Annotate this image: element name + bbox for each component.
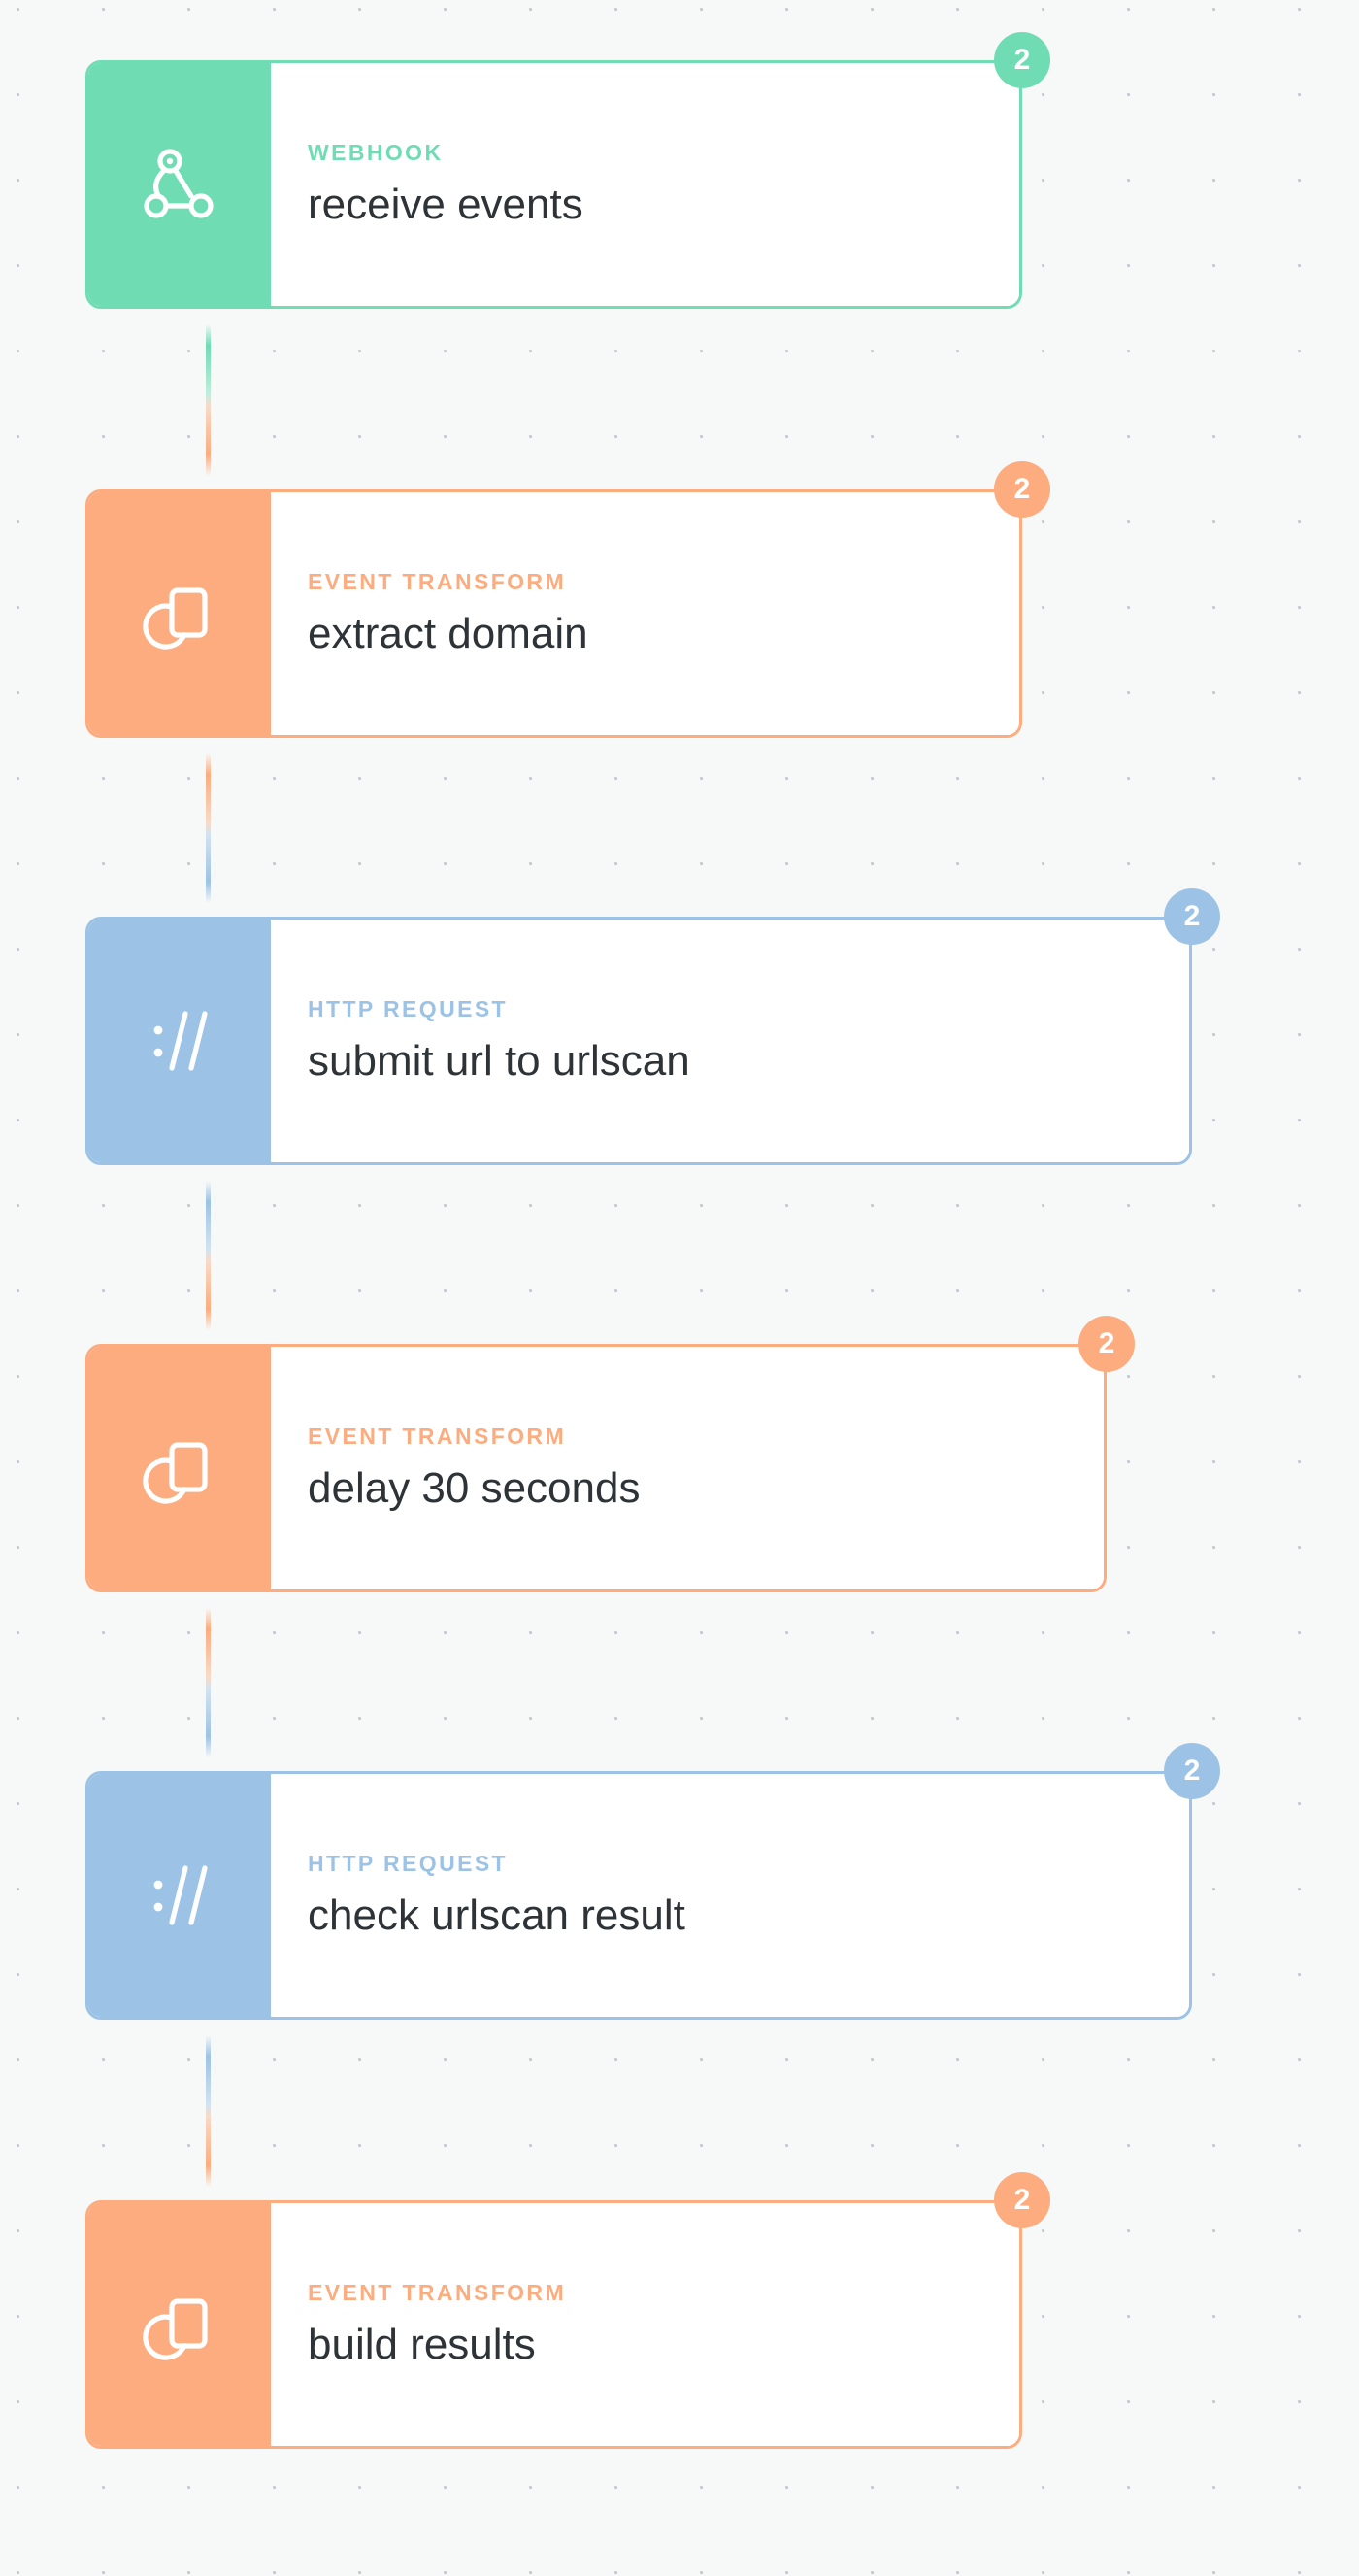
workflow-node-extract-domain[interactable]: EVENT TRANSFORM extract domain xyxy=(85,489,1022,738)
node-kind-label: EVENT TRANSFORM xyxy=(308,2279,566,2305)
http-request-icon xyxy=(133,994,226,1087)
workflow-node-check-urlscan-result[interactable]: HTTP REQUEST check urlscan result xyxy=(85,1771,1192,2020)
node-title: extract domain xyxy=(308,609,588,657)
node-kind-label: EVENT TRANSFORM xyxy=(308,1422,566,1449)
node-icon-panel xyxy=(88,63,271,306)
workflow-node-submit-url-to-urlscan[interactable]: HTTP REQUEST submit url to urlscan xyxy=(85,917,1192,1165)
node-body: EVENT TRANSFORM build results xyxy=(271,2203,1019,2446)
node-title: receive events xyxy=(308,180,583,228)
node-title: delay 30 seconds xyxy=(308,1463,641,1512)
event-transform-icon xyxy=(133,1422,226,1515)
connector-extract-domain-to-submit-url-to-urlscan xyxy=(206,753,211,903)
workflow-node-delay-30-seconds[interactable]: EVENT TRANSFORM delay 30 seconds xyxy=(85,1344,1107,1592)
node-title: submit url to urlscan xyxy=(308,1036,690,1085)
connector-delay-30-seconds-to-check-urlscan-result xyxy=(206,1608,211,1757)
event-transform-icon xyxy=(133,567,226,660)
node-title: check urlscan result xyxy=(308,1890,685,1939)
node-icon-panel xyxy=(88,1347,271,1589)
node-run-count-badge[interactable]: 2 xyxy=(1164,888,1220,945)
node-kind-label: HTTP REQUEST xyxy=(308,1850,509,1876)
connector-check-urlscan-result-to-build-results xyxy=(206,2035,211,2187)
node-body: EVENT TRANSFORM extract domain xyxy=(271,492,1019,735)
node-run-count-badge[interactable]: 2 xyxy=(994,2172,1050,2228)
workflow-node-build-results[interactable]: EVENT TRANSFORM build results xyxy=(85,2200,1022,2449)
node-body: WEBHOOK receive events xyxy=(271,63,1019,306)
node-body: HTTP REQUEST check urlscan result xyxy=(271,1774,1189,2017)
node-kind-label: EVENT TRANSFORM xyxy=(308,568,566,594)
node-run-count-badge[interactable]: 2 xyxy=(1078,1316,1135,1372)
event-transform-icon xyxy=(133,2278,226,2371)
node-body: HTTP REQUEST submit url to urlscan xyxy=(271,920,1189,1162)
node-kind-label: WEBHOOK xyxy=(308,139,444,165)
node-run-count-badge[interactable]: 2 xyxy=(994,461,1050,518)
node-icon-panel xyxy=(88,492,271,735)
connector-receive-events-to-extract-domain xyxy=(206,324,211,476)
workflow-node-receive-events[interactable]: WEBHOOK receive events xyxy=(85,60,1022,309)
node-run-count-badge[interactable]: 2 xyxy=(994,32,1050,88)
node-body: EVENT TRANSFORM delay 30 seconds xyxy=(271,1347,1104,1589)
node-title: build results xyxy=(308,2320,536,2368)
node-icon-panel xyxy=(88,2203,271,2446)
node-icon-panel xyxy=(88,920,271,1162)
node-icon-panel xyxy=(88,1774,271,2017)
webhook-icon xyxy=(133,138,226,231)
connector-submit-url-to-urlscan-to-delay-30-seconds xyxy=(206,1181,211,1330)
node-run-count-badge[interactable]: 2 xyxy=(1164,1743,1220,1799)
http-request-icon xyxy=(133,1849,226,1942)
node-kind-label: HTTP REQUEST xyxy=(308,995,509,1021)
